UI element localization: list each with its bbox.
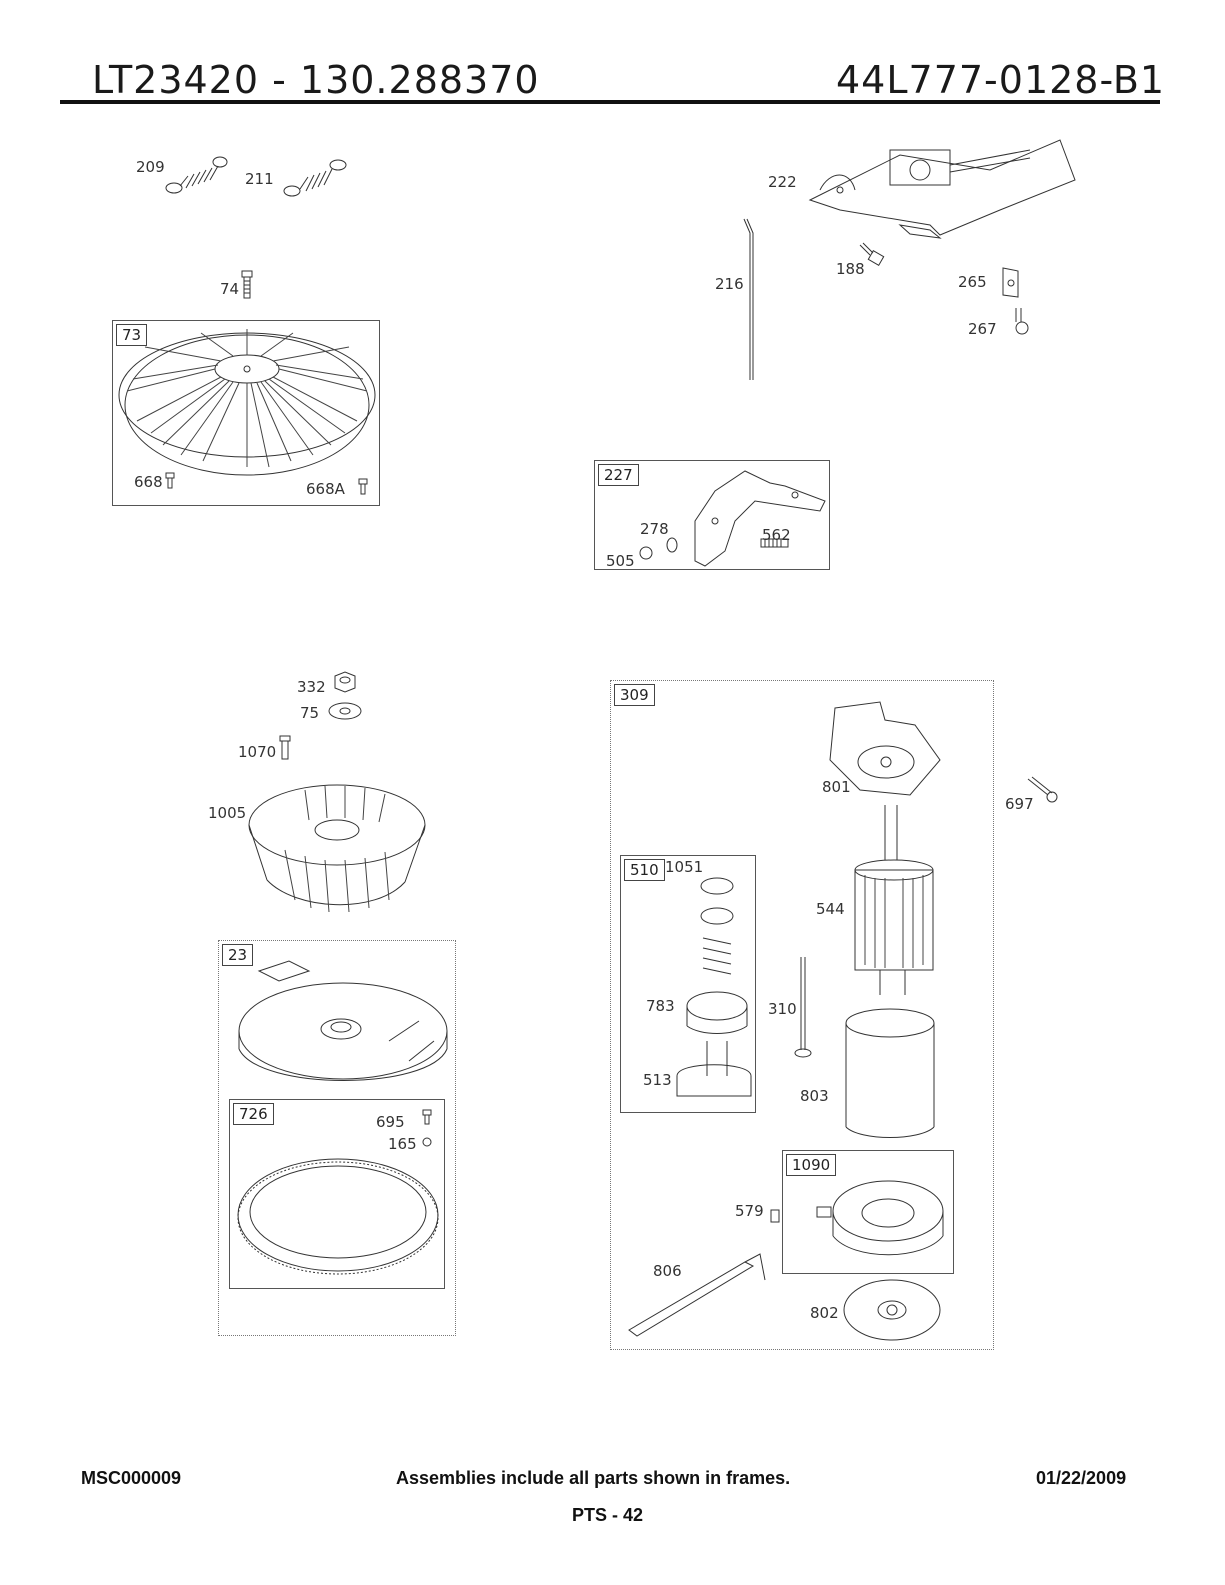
part-label-695: 695	[376, 1113, 405, 1131]
part-label-544: 544	[816, 900, 845, 918]
screw-668a-drawing	[358, 478, 368, 496]
header-rule	[60, 100, 1160, 104]
part-579-drawing	[770, 1208, 780, 1224]
armature-544-drawing	[845, 800, 945, 1000]
footer-note: Assemblies include all parts shown in fr…	[396, 1468, 790, 1489]
part-label-803: 803	[800, 1087, 829, 1105]
part-label-222: 222	[768, 173, 797, 191]
footer-page: PTS - 42	[572, 1505, 643, 1526]
ring-gear-726-drawing	[230, 1100, 446, 1290]
stator-23-drawing	[219, 941, 457, 1101]
screw-267-drawing	[1010, 306, 1034, 336]
washer-75-drawing	[325, 700, 365, 722]
part-label-265: 265	[958, 273, 987, 291]
footer-date: 01/22/2009	[1036, 1468, 1126, 1489]
flywheel-1005-drawing	[245, 770, 430, 920]
part-label-1005: 1005	[208, 804, 246, 822]
part-label-332: 332	[297, 678, 326, 696]
footer-doc-id: MSC000009	[81, 1468, 181, 1489]
part-label-505: 505	[606, 552, 635, 570]
drive-510-drawing	[621, 856, 757, 1114]
part-label-165: 165	[388, 1135, 417, 1153]
housing-803-drawing	[840, 1005, 940, 1145]
screw-188-drawing	[858, 243, 884, 267]
part-label-267: 267	[968, 320, 997, 338]
key-1070-drawing	[278, 735, 292, 761]
frame-510: 510	[620, 855, 756, 1113]
model-title: LT23420 - 130.288370	[92, 58, 540, 102]
fasteners-227-drawing	[636, 535, 796, 565]
part-label-802: 802	[810, 1304, 839, 1322]
part-label-783: 783	[646, 997, 675, 1015]
bolt-697-drawing	[1026, 775, 1060, 805]
frame-1090: 1090	[782, 1150, 954, 1274]
diagram-code: 44L777-0128-B1	[836, 58, 1165, 102]
part-label-668a: 668A	[306, 480, 345, 498]
bolt-310-drawing	[793, 955, 813, 1065]
screw-74-drawing	[240, 270, 254, 300]
part-label-801: 801	[822, 778, 851, 796]
screw-nut-695-165-drawing	[420, 1108, 436, 1150]
clip-265-drawing	[1000, 265, 1022, 301]
screw-668-drawing	[165, 472, 175, 490]
control-bracket-222-drawing	[800, 130, 1090, 245]
strap-806-drawing	[625, 1250, 770, 1340]
part-label-75: 75	[300, 704, 319, 722]
rod-216-drawing	[738, 215, 758, 385]
nut-332-drawing	[330, 670, 360, 696]
brush-holder-1090-drawing	[783, 1151, 955, 1275]
part-label-579: 579	[735, 1202, 764, 1220]
part-label-1070: 1070	[238, 743, 276, 761]
part-label-1051: 1051	[665, 858, 703, 876]
spring-211-drawing	[282, 155, 352, 200]
part-label-513: 513	[643, 1071, 672, 1089]
part-label-211: 211	[245, 170, 274, 188]
spring-209-drawing	[160, 150, 230, 200]
part-label-74: 74	[220, 280, 239, 298]
end-cap-802-drawing	[840, 1275, 945, 1345]
frame-726: 726	[229, 1099, 445, 1289]
part-label-668: 668	[134, 473, 163, 491]
frame-tag-309: 309	[614, 684, 655, 706]
